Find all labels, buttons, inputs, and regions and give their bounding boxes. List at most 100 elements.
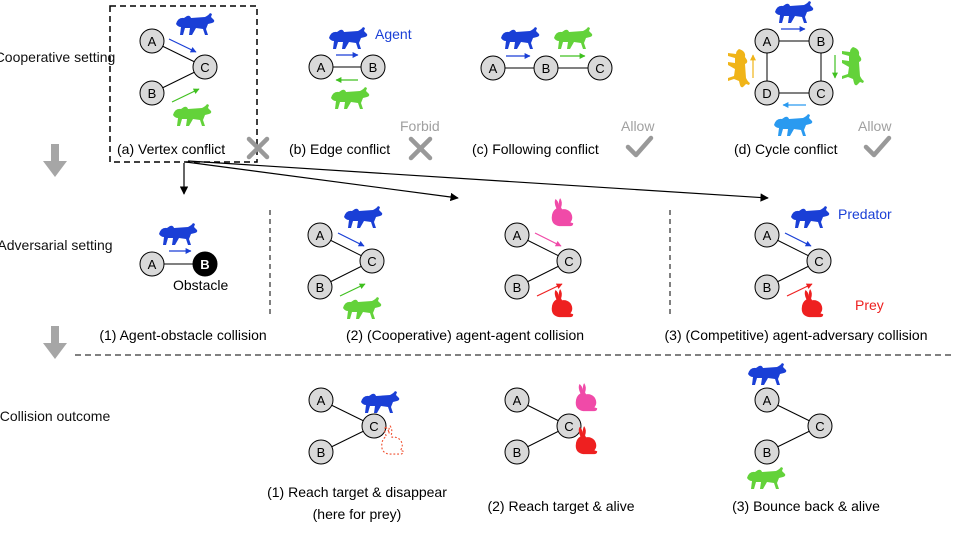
svg-text:B: B bbox=[513, 445, 522, 460]
svg-text:C: C bbox=[200, 60, 209, 75]
node-a: A bbox=[480, 55, 506, 81]
outcome-bounce-graph: A B C bbox=[747, 363, 833, 489]
svg-text:C: C bbox=[564, 254, 573, 269]
caption-bounce-alive: (3) Bounce back & alive bbox=[732, 498, 880, 514]
node-a: A bbox=[308, 54, 334, 80]
predator-prey-graph: A B C bbox=[754, 206, 832, 318]
node-a: A bbox=[307, 222, 333, 248]
row-arrow-1 bbox=[43, 144, 67, 177]
rabbit-red-icon bbox=[801, 289, 824, 318]
wolf-blue-icon bbox=[329, 27, 368, 49]
node-c: C bbox=[556, 413, 582, 439]
caption-reach-disappear: (1) Reach target & disappear bbox=[267, 484, 447, 500]
node-b: B bbox=[754, 439, 780, 465]
node-a: A bbox=[139, 28, 165, 54]
cycle-conflict-graph: A B C D bbox=[728, 1, 864, 136]
svg-text:B: B bbox=[369, 60, 378, 75]
rabbit-red-icon bbox=[575, 426, 598, 455]
wolf-blue-icon bbox=[176, 13, 215, 35]
node-c: C bbox=[192, 54, 218, 80]
node-b: B bbox=[308, 439, 334, 465]
edge-conflict-graph: A B bbox=[308, 27, 386, 109]
wolf-green-icon bbox=[747, 467, 786, 489]
wolf-green-icon bbox=[173, 104, 212, 126]
svg-text:A: A bbox=[489, 61, 498, 76]
node-a: A bbox=[754, 387, 780, 413]
svg-text:C: C bbox=[816, 86, 825, 101]
following-conflict-graph: A B C bbox=[480, 27, 613, 81]
svg-text:A: A bbox=[317, 393, 326, 408]
verdict-forbid: Forbid bbox=[400, 118, 440, 134]
wolf-blue-icon bbox=[791, 206, 830, 228]
outcome-alive-graph: A B C bbox=[504, 383, 598, 465]
node-c: C bbox=[359, 248, 385, 274]
rabbit-red-icon bbox=[551, 289, 574, 318]
svg-text:A: A bbox=[763, 393, 772, 408]
node-b: B bbox=[307, 274, 333, 300]
caption-vertex-conflict: (a) Vertex conflict bbox=[117, 141, 225, 157]
obstacle-node: B bbox=[192, 251, 218, 277]
node-a: A bbox=[754, 222, 780, 248]
cross-icon bbox=[246, 136, 270, 160]
svg-text:A: A bbox=[317, 60, 326, 75]
node-c: C bbox=[587, 55, 613, 81]
node-b: B bbox=[808, 28, 834, 54]
agent-obstacle-graph: A B bbox=[139, 223, 218, 277]
svg-text:C: C bbox=[367, 254, 376, 269]
wolf-blue-icon bbox=[159, 223, 198, 245]
svg-text:D: D bbox=[762, 86, 771, 101]
connector-arrows bbox=[179, 160, 769, 202]
check-icon bbox=[863, 135, 892, 158]
node-a: A bbox=[504, 387, 530, 413]
svg-text:B: B bbox=[763, 280, 772, 295]
node-a: A bbox=[308, 387, 334, 413]
svg-text:A: A bbox=[763, 34, 772, 49]
agent-agent-graph: A B C bbox=[307, 206, 385, 319]
rabbit-pink-icon bbox=[575, 383, 598, 412]
node-a: A bbox=[504, 222, 530, 248]
wolf-light-blue-icon bbox=[774, 114, 813, 136]
svg-text:A: A bbox=[148, 257, 157, 272]
vertex-conflict-graph: A B C bbox=[139, 13, 218, 126]
svg-text:C: C bbox=[369, 419, 378, 434]
caption-agent-agent: (2) (Cooperative) agent-agent collision bbox=[346, 327, 584, 343]
svg-text:B: B bbox=[763, 445, 772, 460]
row-label-outcome: Collision outcome bbox=[0, 408, 110, 424]
row-arrow-2 bbox=[43, 326, 67, 359]
node-c: C bbox=[808, 80, 834, 106]
svg-text:A: A bbox=[513, 393, 522, 408]
prey-label: Prey bbox=[855, 297, 884, 313]
node-c: C bbox=[807, 413, 833, 439]
svg-text:B: B bbox=[317, 445, 326, 460]
svg-text:B: B bbox=[542, 61, 551, 76]
node-b: B bbox=[754, 274, 780, 300]
wolf-green-icon bbox=[343, 297, 382, 319]
svg-text:C: C bbox=[595, 61, 604, 76]
caption-reach-disappear-sub: (here for prey) bbox=[313, 506, 402, 522]
svg-text:A: A bbox=[148, 34, 157, 49]
wolf-blue-icon bbox=[748, 363, 787, 385]
wolf-orange-icon bbox=[728, 49, 750, 88]
caption-edge-conflict: (b) Edge conflict bbox=[289, 141, 390, 157]
node-a: A bbox=[139, 251, 165, 277]
predator-label: Predator bbox=[838, 206, 892, 222]
svg-text:C: C bbox=[815, 419, 824, 434]
node-b: B bbox=[504, 439, 530, 465]
svg-text:C: C bbox=[564, 419, 573, 434]
svg-text:A: A bbox=[513, 228, 522, 243]
node-a: A bbox=[754, 28, 780, 54]
wolf-blue-icon bbox=[775, 1, 814, 23]
node-c: C bbox=[806, 248, 832, 274]
obstacle-label: Obstacle bbox=[173, 277, 228, 293]
svg-text:A: A bbox=[763, 228, 772, 243]
row-label-adversarial: Adversarial setting bbox=[0, 237, 113, 253]
legend-agent: Agent bbox=[375, 26, 412, 42]
verdict-allow: Allow bbox=[858, 118, 892, 134]
caption-reach-alive: (2) Reach target & alive bbox=[487, 498, 634, 514]
check-icon bbox=[625, 135, 654, 158]
vertex-conflict-highlight-box bbox=[109, 5, 258, 163]
wolf-green-icon bbox=[842, 47, 864, 86]
row-label-cooperative: Cooperative setting bbox=[0, 49, 115, 65]
wolf-green-icon bbox=[554, 27, 593, 49]
